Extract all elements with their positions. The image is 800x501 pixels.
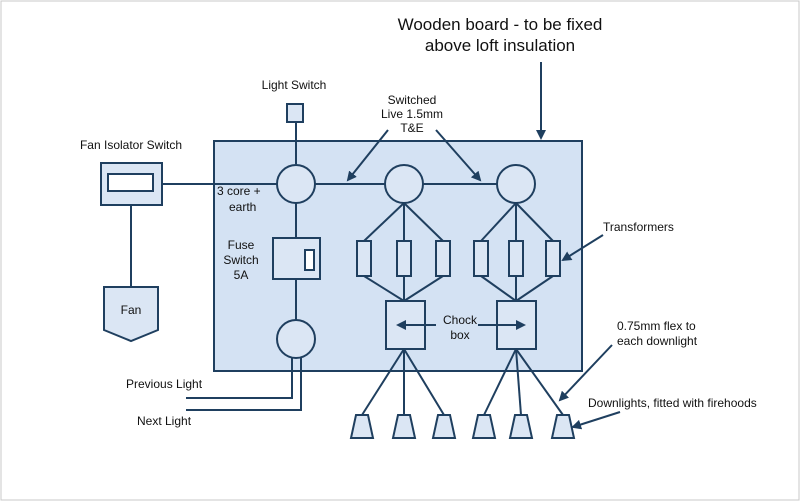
fuse-switch-label-2: Switch	[223, 253, 258, 267]
switch-junction-box	[276, 164, 316, 204]
transformers-arrow	[561, 234, 604, 262]
downlights-arrow	[571, 411, 621, 430]
switched-live-arrow-left	[346, 129, 389, 182]
three-core-label-1: 3 core +	[217, 184, 261, 198]
light-junction-box	[276, 319, 316, 359]
downlight-5	[508, 414, 534, 439]
fan-label: Fan	[121, 303, 142, 317]
light-switch-label: Light Switch	[262, 78, 327, 92]
previous-light-label: Previous Light	[126, 377, 203, 391]
title-line-2: above loft insulation	[425, 36, 575, 55]
next-light-label: Next Light	[137, 414, 192, 428]
transformer-6	[545, 240, 561, 277]
transformer-3	[435, 240, 451, 277]
light-switch	[286, 103, 304, 123]
junction-box-1	[384, 164, 424, 204]
switched-live-label-1: Switched	[388, 93, 437, 107]
flex-label-1: 0.75mm flex to	[617, 319, 696, 333]
transformer-4	[473, 240, 489, 277]
downlight-6	[550, 414, 576, 439]
fuse-switch-label-1: Fuse	[228, 238, 255, 252]
transformers-label: Transformers	[603, 220, 674, 234]
downlights-label: Downlights, fitted with firehoods	[588, 396, 757, 410]
transformer-5	[508, 240, 524, 277]
fan	[103, 286, 159, 343]
switched-live-label-3: T&E	[400, 121, 423, 135]
flex-arrow	[558, 344, 613, 402]
three-core-label-2: earth	[229, 200, 256, 214]
fan-isolator-label: Fan Isolator Switch	[80, 138, 182, 152]
downlight-1	[349, 414, 375, 439]
downlight-2	[391, 414, 417, 439]
fuse-switch-label-3: 5A	[234, 268, 249, 282]
flex-label-2: each downlight	[617, 334, 698, 348]
chock-box-label-1: Chock	[443, 313, 478, 327]
transformer-1	[356, 240, 372, 277]
junction-box-2	[496, 164, 536, 204]
switched-live-arrow-right	[435, 129, 482, 182]
transformer-2	[396, 240, 412, 277]
title-line-1: Wooden board - to be fixed	[398, 15, 603, 34]
fan-isolator-rocker	[107, 173, 154, 192]
downlight-3	[431, 414, 457, 439]
downlight-4	[471, 414, 497, 439]
switched-live-label-2: Live 1.5mm	[381, 107, 443, 121]
fuse-switch-toggle	[304, 249, 315, 271]
chock-box-label-2: box	[450, 328, 469, 342]
